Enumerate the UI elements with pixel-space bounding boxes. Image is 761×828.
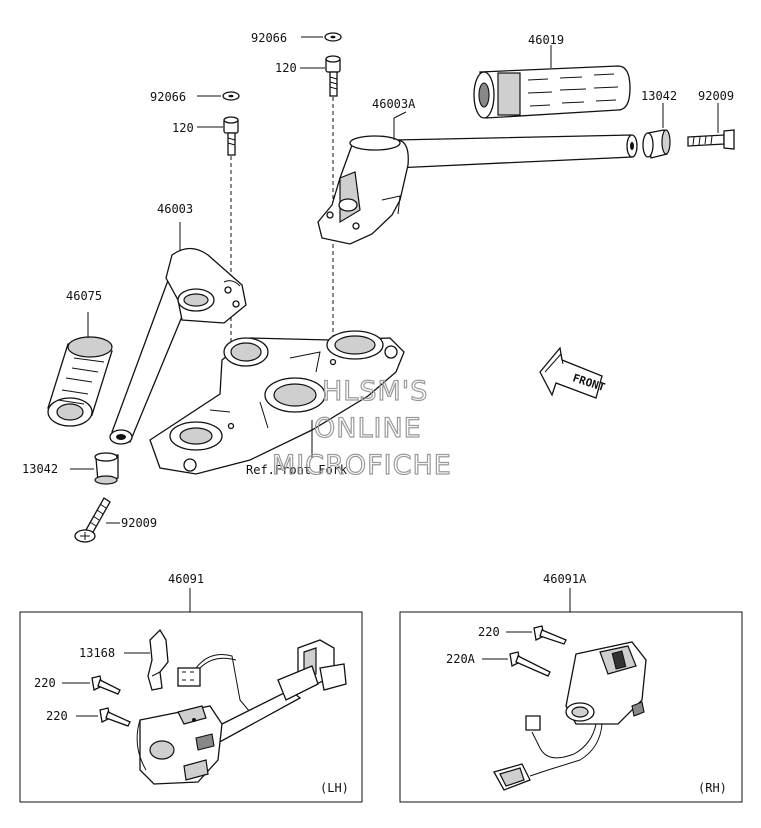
label-front-fork: Ref.Front Fork [246,463,348,477]
bar-end-13042-left [94,452,119,485]
bolt-120-top [325,55,341,97]
label-46091A: 46091A [543,572,587,586]
label-rh: (RH) [698,781,727,795]
washer-92066-top [324,32,342,42]
bar-end-13042-right [642,129,671,159]
watermark-line3: MICROFICHE [272,450,452,481]
label-120-mid: 120 [172,121,194,135]
label-46003A: 46003A [372,97,416,111]
label-220A: 220A [446,652,476,666]
screw-92009-right [687,129,735,150]
label-92066-mid: 92066 [150,90,186,104]
bolt-120-mid [223,116,239,156]
handlebar-46003A [317,134,638,245]
box-lh-switch [19,611,363,803]
label-120-top: 120 [275,61,297,75]
label-46003: 46003 [157,202,193,216]
screw-220A-rh [509,651,551,677]
label-13042-right: 13042 [641,89,677,103]
lh-switch-assembly [136,628,347,785]
handlebar-46003 [109,247,247,445]
label-13168: 13168 [79,646,115,660]
watermark-line2: ONLINE [314,413,422,444]
label-220-rh: 220 [478,625,500,639]
label-220-lh-2: 220 [46,709,68,723]
grip-46075 [47,336,113,427]
screw-92009-left [74,497,111,543]
box-rh-switch [399,611,743,803]
screw-220-lh-2 [99,707,131,727]
label-92009-right: 92009 [698,89,734,103]
label-220-lh-1: 220 [34,676,56,690]
washer-92066-mid [222,91,240,101]
watermark-line1: HLSM'S [322,376,428,407]
label-92066-top: 92066 [251,31,287,45]
rh-switch-assembly [493,641,647,791]
label-46075: 46075 [66,289,102,303]
label-46091: 46091 [168,572,204,586]
label-lh: (LH) [320,781,349,795]
label-46019: 46019 [528,33,564,47]
screw-220-lh-1 [91,675,121,695]
grip-46019 [473,65,631,119]
steering-stem-head [149,330,405,475]
screw-220-rh [533,625,567,645]
watermark: HLSM'S ONLINE MICROFICHE [271,375,452,481]
label-92009-left: 92009 [121,516,157,530]
label-13042-left: 13042 [22,462,58,476]
front-direction-arrow: FRONT [539,346,607,399]
